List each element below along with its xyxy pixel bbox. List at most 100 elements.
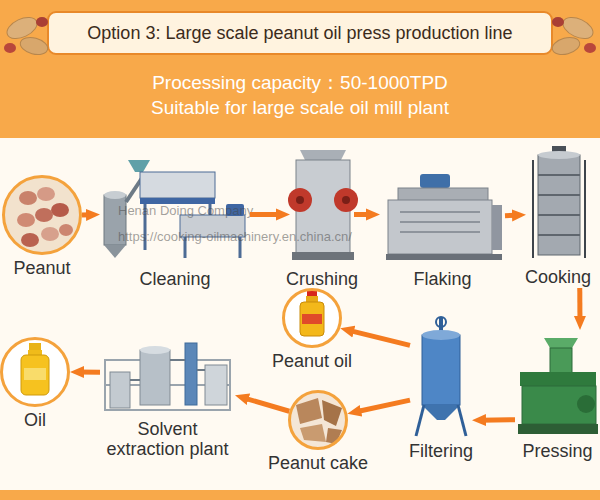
product-photo: [1, 338, 69, 406]
motor: [420, 174, 450, 188]
bottle-cap: [29, 343, 41, 351]
wheel-hub: [342, 196, 350, 204]
flow-arrow: [480, 417, 515, 422]
bottle-label: [24, 368, 46, 380]
machine-leg: [458, 405, 466, 436]
watermark: https://cooking-oilmachinery.en.china.cn…: [118, 229, 352, 244]
process-machine: Cooking: [526, 150, 590, 288]
peanut-shell: [550, 35, 581, 58]
cooker-band: [538, 234, 580, 236]
flow-arrow: [354, 212, 372, 217]
product-circle: Peanut: [2, 175, 82, 255]
tank: [110, 372, 130, 408]
press-body: [522, 386, 596, 424]
motor: [577, 395, 595, 413]
press-barrel: [520, 372, 596, 386]
machine-base: [518, 424, 598, 434]
oil-bottle: [21, 355, 49, 395]
capacity-note: Suitable for large scale oil mill plant: [0, 97, 600, 119]
step-label: Peanut oil: [272, 351, 352, 372]
product-circle: Peanut oil: [282, 288, 342, 348]
product-photo: [289, 391, 347, 449]
diagram-title: Option 3: Large scale peanut oil press p…: [48, 12, 552, 54]
filter-vessel: [422, 335, 460, 405]
step-label: Cleaning: [139, 269, 210, 290]
frame-post: [532, 160, 534, 258]
capacity-note: Processing capacity：50-1000TPD: [0, 70, 600, 96]
grill-line: [400, 211, 480, 213]
peanut-kernel: [35, 208, 53, 222]
circle-border: [284, 290, 341, 347]
frame-post: [584, 160, 586, 258]
press-feeder: [550, 348, 572, 374]
circle-outline: [0, 337, 70, 407]
cake-piece: [322, 400, 342, 426]
process-machine: Flaking: [380, 172, 505, 290]
motor: [226, 204, 244, 216]
oil-bottle: [300, 302, 324, 336]
machine-leg: [144, 204, 147, 250]
cooker-band: [538, 194, 580, 196]
pipe: [130, 379, 140, 381]
cooker-body: [538, 155, 580, 255]
cooker-band: [538, 214, 580, 216]
peanut-kernel: [59, 224, 73, 236]
process-machine: Solvent extraction plant: [100, 338, 235, 460]
step-label: Filtering: [409, 441, 473, 462]
hopper: [544, 338, 578, 348]
crusher-wheel: [288, 188, 312, 212]
destoner-body: [180, 215, 245, 237]
tank: [205, 365, 227, 405]
step-label: Peanut cake: [268, 453, 368, 474]
cake-piece: [326, 428, 342, 444]
grill-line: [400, 221, 480, 223]
circle-border: [290, 392, 347, 449]
machine-leg: [239, 237, 242, 258]
circle-border: [4, 177, 81, 254]
flow-arrow: [82, 212, 92, 217]
filter-cone: [422, 405, 460, 420]
product-circle: Peanut cake: [288, 390, 348, 450]
step-label: Pressing: [522, 441, 592, 462]
peanut-kernel: [36, 17, 48, 27]
hopper: [128, 160, 150, 172]
machine-leg: [184, 237, 187, 258]
process-machine: Filtering: [410, 318, 472, 462]
silo-top: [104, 191, 126, 199]
peanut-kernel: [37, 187, 55, 201]
grill-line: [400, 231, 480, 233]
circle-outline: [282, 288, 342, 348]
step-label: Peanut: [13, 258, 70, 279]
step-label: Oil: [24, 410, 46, 431]
silo: [104, 195, 126, 245]
circle-border: [2, 339, 69, 406]
crusher-wheel: [334, 188, 358, 212]
sieve-frame: [140, 198, 215, 204]
peanut-photo: [3, 176, 81, 254]
peanut-kernel: [4, 43, 16, 53]
flow-arrow: [577, 288, 582, 322]
watermark: Henan Doing Company: [118, 203, 253, 218]
machine-leg: [416, 405, 424, 436]
cake-piece: [300, 424, 326, 442]
machine-base: [292, 252, 354, 260]
circle-outline: [2, 175, 82, 255]
bottle-label: [302, 314, 322, 324]
peanut-kernel: [51, 203, 69, 217]
process-machine: Crushing: [290, 150, 354, 290]
side-panel: [492, 205, 502, 250]
machine-leg: [209, 204, 212, 215]
filter-valve: [436, 317, 446, 327]
flow-arrow: [78, 370, 100, 375]
circle-outline: [288, 390, 348, 450]
flow-arrow: [505, 213, 518, 218]
filter-lid: [422, 330, 460, 340]
silo-cone: [104, 245, 126, 258]
flow-panel: [0, 138, 600, 490]
process-machine: Cleaning: [100, 160, 250, 290]
process-machine: Pressing: [515, 330, 600, 462]
